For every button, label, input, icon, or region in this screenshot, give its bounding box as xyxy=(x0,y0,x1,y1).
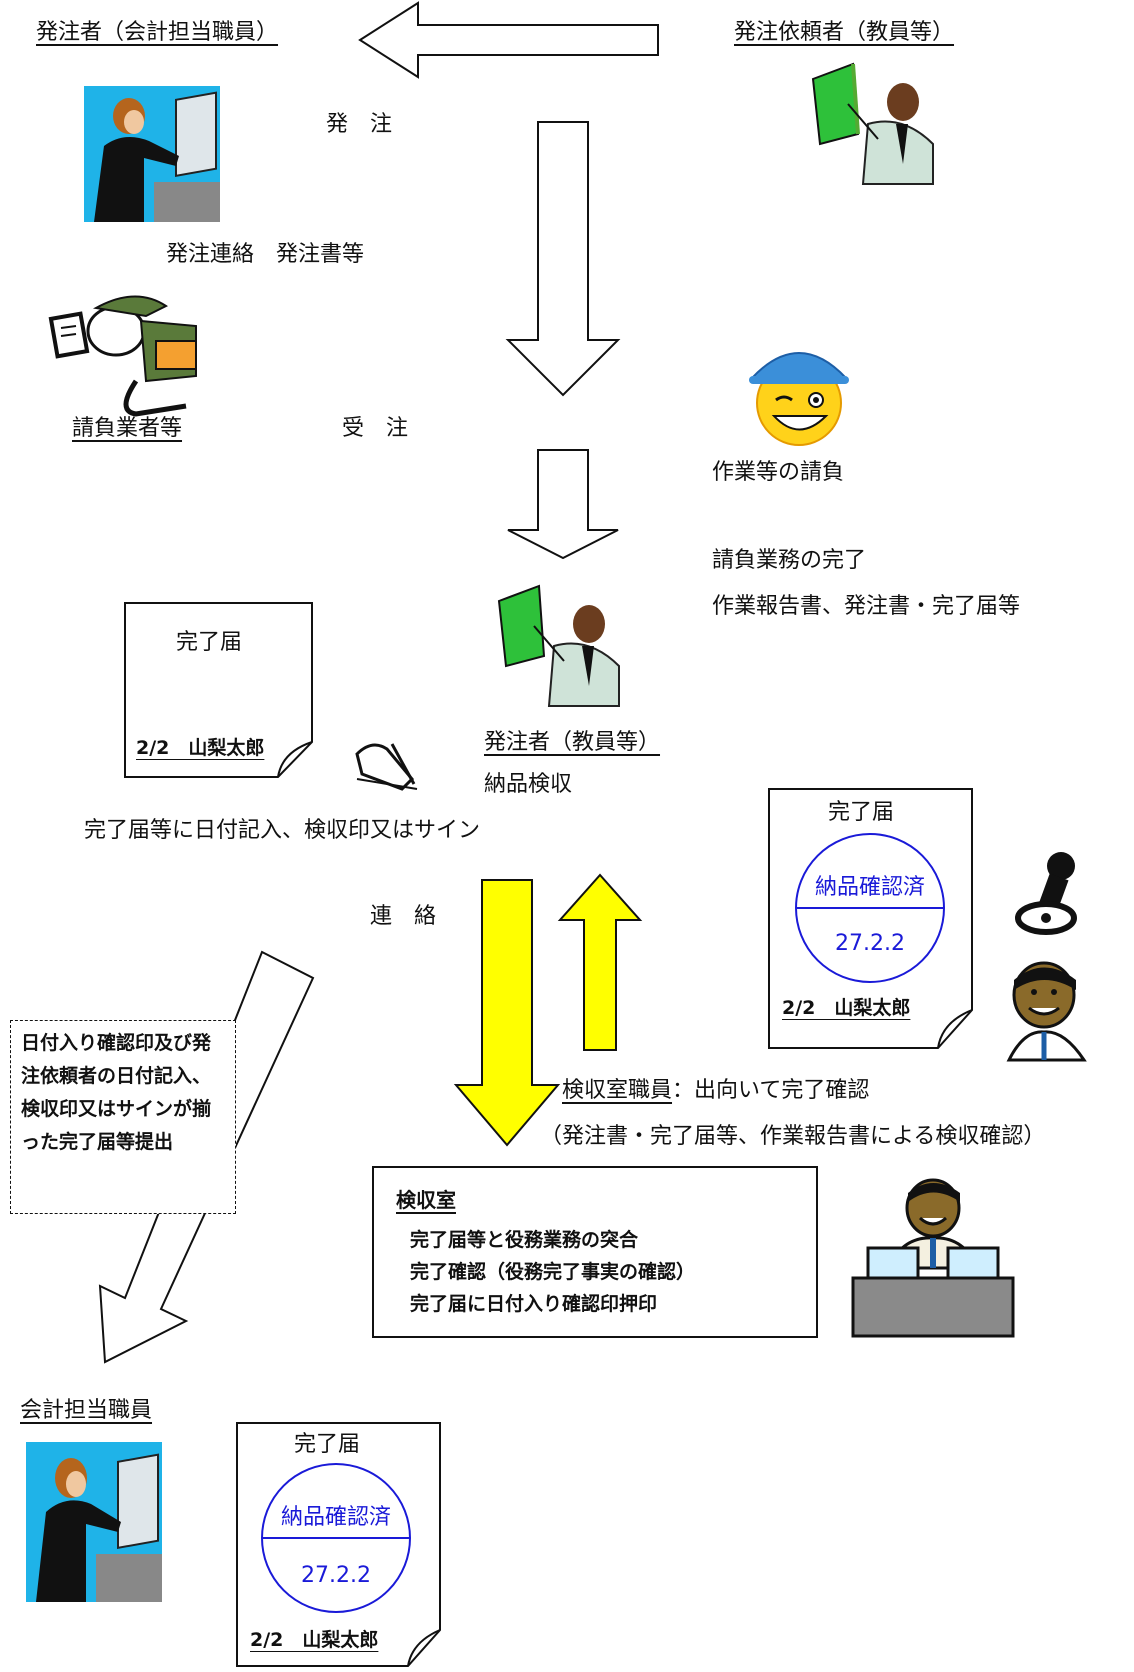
inspection-room-item-2: 完了確認（役務完了事実の確認） xyxy=(410,1261,696,1283)
completion-form-2-outline: 納品確認済 27.2.2 xyxy=(768,788,973,1049)
clerk-icon xyxy=(1006,961,1087,1062)
work-contract-label: 作業等の請負 xyxy=(712,460,845,485)
completion-form-3: 納品確認済 27.2.2 完了届 2/2 山梨太郎 xyxy=(236,1422,442,1668)
inspection-room-title: 検収室 xyxy=(396,1188,456,1212)
inspection-clerk-icon xyxy=(851,1178,1015,1338)
teacher-pointing-icon-2 xyxy=(497,584,620,707)
orderer-title: 発注者（会計担当職員） xyxy=(36,20,279,45)
inspection-docs-note: （発注書・完了届等、作業報告書による検収確認） xyxy=(540,1124,1046,1149)
completion-form-1-outline xyxy=(124,602,313,778)
inspection-staff-note: ：出向いて完了確認 xyxy=(672,1078,870,1103)
hard-hat-smiley-icon xyxy=(749,352,849,446)
office-worker-icon xyxy=(84,86,220,222)
completion-form-3-outline: 納品確認済 27.2.2 xyxy=(236,1422,441,1667)
stamp-date-text-3: 27.2.2 xyxy=(301,1563,371,1588)
stamp-top-text-2: 納品確認済 xyxy=(815,875,925,900)
requester-title: 発注依頼者（教員等） xyxy=(734,20,955,45)
completion-form-1-date-name: 2/2 山梨太郎 xyxy=(136,737,265,759)
completion-form-3-date-name: 2/2 山梨太郎 xyxy=(250,1629,379,1651)
stamp-icon xyxy=(1015,852,1077,935)
completion-form-2: 納品確認済 27.2.2 完了届 2/2 山梨太郎 xyxy=(768,788,974,1050)
contractor-title: 請負業者等 xyxy=(72,416,183,441)
order-contact-label: 発注連絡 発注書等 xyxy=(166,242,365,267)
submission-note: 日付入り確認印及び発注依頼者の日付記入、検収印又はサインが揃った完了届等提出 xyxy=(21,1032,212,1153)
inspection-room-item-3: 完了届に日付入り確認印押印 xyxy=(410,1293,658,1315)
inspection-room-box: 検収室 完了届等と役務業務の突合 完了確認（役務完了事実の確認） 完了届に日付入… xyxy=(372,1166,818,1338)
inspection-staff-title: 検収室職員 xyxy=(562,1078,673,1103)
work-docs-label: 作業報告書、発注書・完了届等 xyxy=(712,594,1021,619)
stamp-top-text-3: 納品確認済 xyxy=(281,1505,391,1530)
completion-form-1-title: 完了届 xyxy=(176,630,243,655)
inspection-room-item-1: 完了届等と役務業務の突合 xyxy=(410,1229,639,1251)
completion-form-1: 完了届 2/2 山梨太郎 xyxy=(124,602,314,778)
completion-form-2-date-name: 2/2 山梨太郎 xyxy=(782,997,911,1019)
accept-order-label: 受 注 xyxy=(342,416,409,441)
contact-label: 連 絡 xyxy=(370,904,437,929)
yellow-up-arrow xyxy=(557,873,643,1051)
down-arrow-order xyxy=(505,121,621,397)
order-label: 発 注 xyxy=(326,112,393,137)
date-entry-note: 完了届等に日付記入、検収印又はサイン xyxy=(84,818,481,843)
work-complete-label: 請負業務の完了 xyxy=(712,548,867,573)
submission-note-box: 日付入り確認印及び発注依頼者の日付記入、検収印又はサインが揃った完了届等提出 xyxy=(10,1020,236,1214)
accountant-title: 会計担当職員 xyxy=(20,1398,153,1423)
teacher-pointing-icon xyxy=(811,62,934,185)
yellow-down-arrow xyxy=(453,879,561,1147)
delivery-person-icon xyxy=(48,295,197,417)
inspection-staff-line: 検収室職員：出向いて完了確認 xyxy=(562,1076,869,1106)
completion-form-2-title: 完了届 xyxy=(828,800,895,825)
writing-hand-icon xyxy=(355,743,418,791)
orderer-teacher-title: 発注者（教員等） xyxy=(484,730,661,755)
delivery-inspection-label: 納品検収 xyxy=(484,772,573,797)
order-direction-arrow xyxy=(358,1,659,79)
office-worker-icon-2 xyxy=(26,1442,162,1602)
stamp-date-text-2: 27.2.2 xyxy=(835,931,905,956)
completion-form-3-title: 完了届 xyxy=(294,1432,361,1457)
down-arrow-accept xyxy=(507,449,619,560)
